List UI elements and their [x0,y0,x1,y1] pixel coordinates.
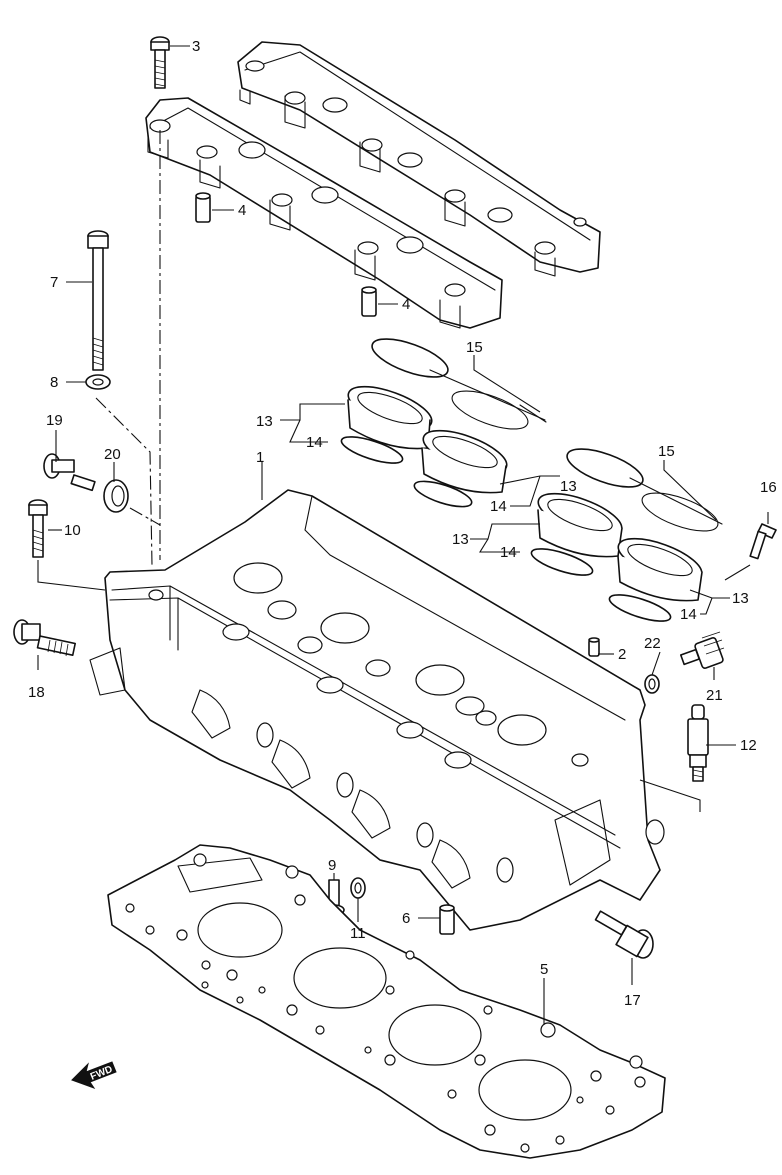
callout-7: 7 [50,274,58,291]
callout-1: 1 [256,449,264,466]
washer-11 [350,877,366,899]
gasket-holes [125,853,646,1153]
camshaft-holder-rear [237,41,601,277]
callout-18: 18 [28,684,45,701]
clamp-15-left [371,338,547,430]
intake-pipe-13-c [537,492,623,558]
callout-16: 16 [760,479,777,496]
callout-14-c: 14 [500,544,517,561]
callout-6: 6 [402,910,410,927]
callout-13-c: 13 [452,531,469,548]
bolt-17 [594,910,654,959]
intake-pipe-13-a [347,385,433,450]
callout-labels: 1 2 3 4 4 5 6 7 8 9 10 11 12 13 13 13 13… [28,38,777,1009]
cylinder-head-1 [89,489,665,931]
callout-2: 2 [618,646,626,663]
stud-2 [588,637,600,657]
plug-bolt-19 [43,453,96,492]
o-ring-14-b [413,480,473,508]
callout-12: 12 [740,737,757,754]
washer-22 [644,674,660,694]
callout-22: 22 [644,635,661,652]
dowel-pin-6 [439,904,455,935]
washer-8 [85,374,111,390]
callout-10: 10 [64,522,81,539]
bolt-18 [13,619,77,657]
spark-plug-12 [687,704,709,782]
leader-lines [37,45,769,1025]
camshaft-holder-front [145,97,503,329]
long-bolt-7 [87,230,109,371]
callout-4-top: 4 [238,202,246,219]
callout-3: 3 [192,38,200,55]
callout-19: 19 [46,412,63,429]
callout-14-a: 14 [306,434,323,451]
callout-9: 9 [328,857,336,874]
o-ring-14-c [530,548,594,576]
callout-13-b: 13 [560,478,577,495]
clamp-15-right [566,448,723,532]
callout-15-a: 15 [466,339,483,356]
bolt-10 [28,499,48,558]
callout-8: 8 [50,374,58,391]
callout-20: 20 [104,446,121,463]
intake-pipe-13-d [617,537,703,602]
callout-17: 17 [624,992,641,1009]
temperature-sensor-21 [679,631,725,669]
callout-13-a: 13 [256,413,273,430]
callout-11: 11 [350,925,366,942]
callout-13-d: 13 [732,590,749,607]
forward-arrow-icon: FWD [71,1061,117,1089]
dowel-pin-4-top [195,192,211,223]
bolt-3 [150,36,170,89]
fwd-label: FWD [89,1064,114,1083]
screw-16 [749,523,777,560]
callout-14-b: 14 [490,498,507,515]
callout-14-d: 14 [680,606,697,623]
callout-5: 5 [540,961,548,978]
gasket-20 [103,479,129,513]
o-ring-14-d [608,594,672,622]
o-ring-14-a [340,436,404,464]
dowel-pin-4-lower [361,286,377,317]
callout-21: 21 [706,687,723,704]
callout-4-lower: 4 [402,296,410,313]
head-gasket-5 [107,844,666,1159]
intake-pipe-13-b [421,429,508,494]
callout-15-b: 15 [658,443,675,460]
